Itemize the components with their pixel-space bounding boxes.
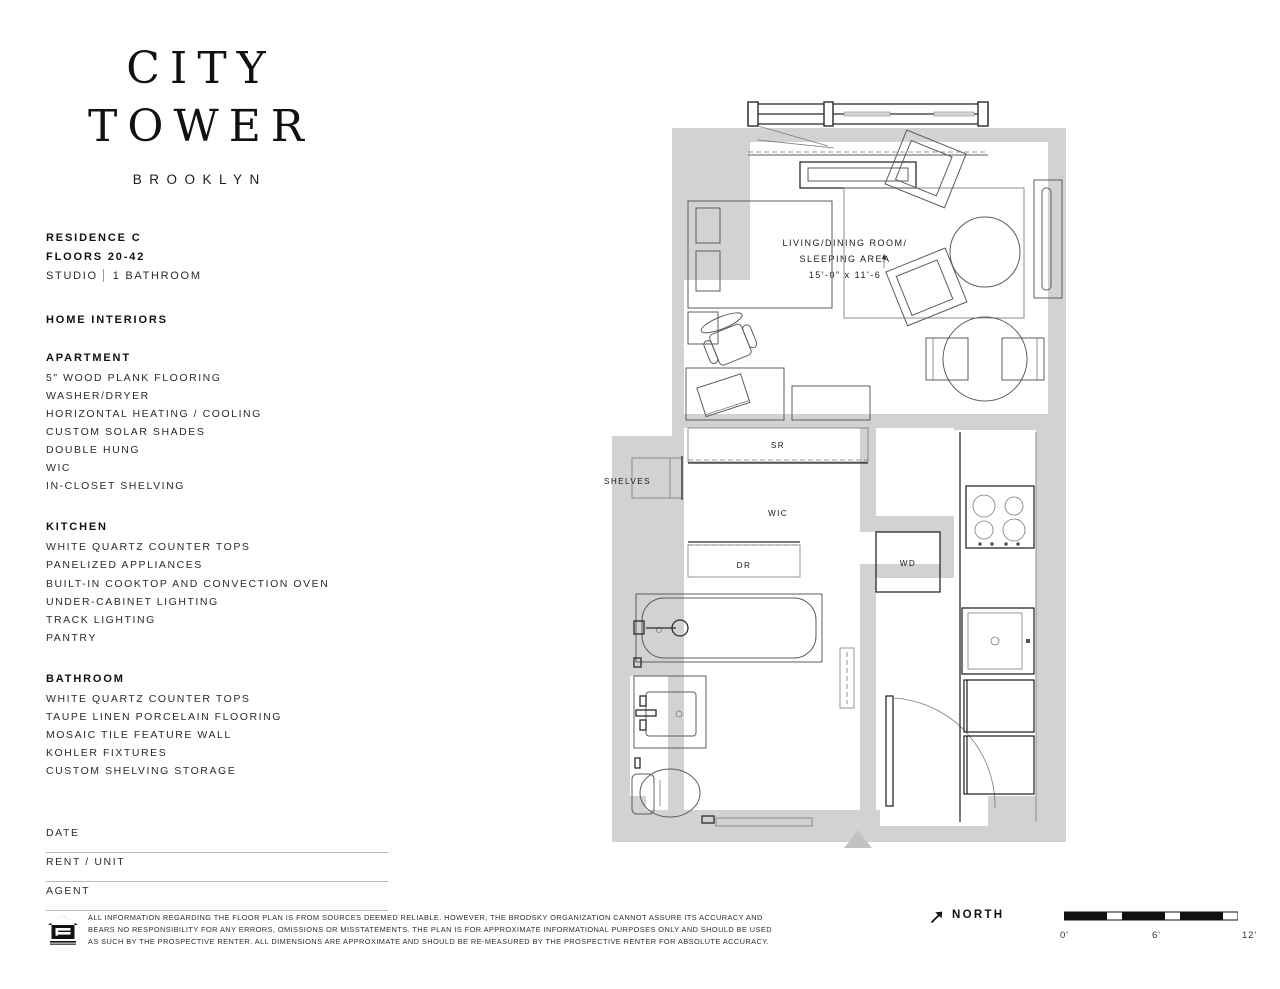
- equal-housing-opportunity-icon: [46, 913, 80, 947]
- disclaimer-line-2: BEARS NO RESPONSIBILITY FOR ANY ERRORS, …: [88, 924, 772, 934]
- brand-location: BROOKLYN: [132, 172, 267, 188]
- form-label: AGENT: [46, 884, 91, 897]
- feature-item: CUSTOM SOLAR SHADES: [46, 426, 206, 439]
- feature-item: MOSAIC TILE FEATURE WALL: [46, 728, 232, 741]
- bed-furniture: [687, 200, 833, 345]
- feature-item: KOHLER FIXTURES: [46, 746, 168, 759]
- section-heading-bathroom: BATHROOM: [46, 672, 125, 685]
- form-row-agent[interactable]: AGENT: [46, 882, 388, 911]
- residence-bath: 1 BATHROOM: [112, 269, 202, 282]
- feature-item: CUSTOM SHELVING STORAGE: [46, 764, 237, 777]
- interiors-heading: HOME INTERIORS: [46, 314, 168, 327]
- disclaimer-text: ALL INFORMATION REGARDING THE FLOOR PLAN…: [88, 912, 998, 948]
- form-row-date[interactable]: DATE: [46, 824, 388, 853]
- residence-block: RESIDENCE C FLOORS 20-42 STUDIO 1 BATHRO…: [46, 229, 396, 283]
- closet-label-sr: SR: [771, 441, 785, 450]
- feature-item: WHITE QUARTZ COUNTER TOPS: [46, 541, 251, 554]
- room-label-line1: LIVING/DINING ROOM/: [782, 238, 907, 248]
- feature-item: PANTRY: [46, 631, 97, 644]
- form-label: DATE: [46, 826, 80, 839]
- feature-item: PANELIZED APPLIANCES: [46, 559, 203, 572]
- north-label: NORTH: [952, 909, 1005, 921]
- north-arrow-icon: [928, 908, 946, 926]
- closet-label-shelves: SHELVES: [604, 477, 651, 486]
- feature-item: HORIZONTAL HEATING / COOLING: [46, 408, 262, 421]
- disclaimer-line-1: ALL INFORMATION REGARDING THE FLOOR PLAN…: [88, 913, 763, 922]
- feature-item: TRACK LIGHTING: [46, 613, 156, 626]
- bathroom-fixtures: [631, 593, 855, 827]
- entry-marker-icon: [844, 830, 872, 848]
- brand-logo: CITY TOWER BROOKLYN: [46, 40, 346, 187]
- feature-item: WIC: [46, 462, 72, 475]
- residence-type: STUDIO: [46, 269, 98, 282]
- disclaimer-line-3: AS SUCH BY THE PROSPECTIVE RENTER. ALL D…: [88, 936, 770, 946]
- closet-area: SR WIC SHELVES DR WD: [604, 427, 941, 593]
- feature-item: IN-CLOSET SHELVING: [46, 480, 185, 493]
- info-column: CITY TOWER BROOKLYN RESIDENCE C FLOORS 2…: [46, 40, 396, 911]
- feature-item: WHITE QUARTZ COUNTER TOPS: [46, 692, 251, 705]
- scale-tick: 0': [1060, 930, 1069, 941]
- section-heading-apartment: APARTMENT: [46, 352, 131, 365]
- form-fields: DATE RENT / UNIT AGENT: [46, 824, 388, 911]
- feature-item: 5" WOOD PLANK FLOORING: [46, 372, 222, 385]
- kitchen: [959, 432, 1037, 822]
- section-heading-kitchen: KITCHEN: [46, 521, 108, 534]
- form-label: RENT / UNIT: [46, 855, 126, 868]
- residence-name: RESIDENCE C: [46, 232, 142, 245]
- dining-set: [925, 316, 1045, 402]
- floor-plan-drawing: LIVING/DINING ROOM/ SLEEPING AREA 15'-0"…: [596, 96, 1096, 866]
- brand-line-2: TOWER: [88, 101, 314, 153]
- feature-item: WASHER/DRYER: [46, 390, 150, 403]
- room-dimensions: 15'-0" x 11'-6: [809, 270, 882, 280]
- closet-label-wic: WIC: [768, 509, 788, 518]
- residence-floors: FLOORS 20-42: [46, 250, 146, 263]
- wall-outline: [612, 128, 1066, 842]
- brand-line-1: CITY: [126, 43, 276, 94]
- window-wall: [747, 101, 989, 189]
- scale-tick: 6': [1152, 930, 1161, 941]
- feature-item: UNDER-CABINET LIGHTING: [46, 595, 219, 608]
- residence-type-row: STUDIO 1 BATHROOM: [46, 269, 396, 283]
- desk-furniture: [685, 312, 871, 421]
- seating-area: [843, 129, 1063, 327]
- scale-bar: [1064, 910, 1238, 922]
- meta-divider: [102, 269, 104, 283]
- closet-label-dr: DR: [737, 561, 752, 570]
- feature-item: TAUPE LINEN PORCELAIN FLOORING: [46, 710, 282, 723]
- form-row-rent-unit[interactable]: RENT / UNIT: [46, 853, 388, 882]
- room-label-line2: SLEEPING AREA: [799, 254, 890, 264]
- feature-item: BUILT-IN COOKTOP AND CONVECTION OVEN: [46, 577, 330, 590]
- feature-item: DOUBLE HUNG: [46, 444, 141, 457]
- appliance-label-wd: WD: [900, 559, 916, 568]
- scale-tick: 12': [1242, 930, 1258, 941]
